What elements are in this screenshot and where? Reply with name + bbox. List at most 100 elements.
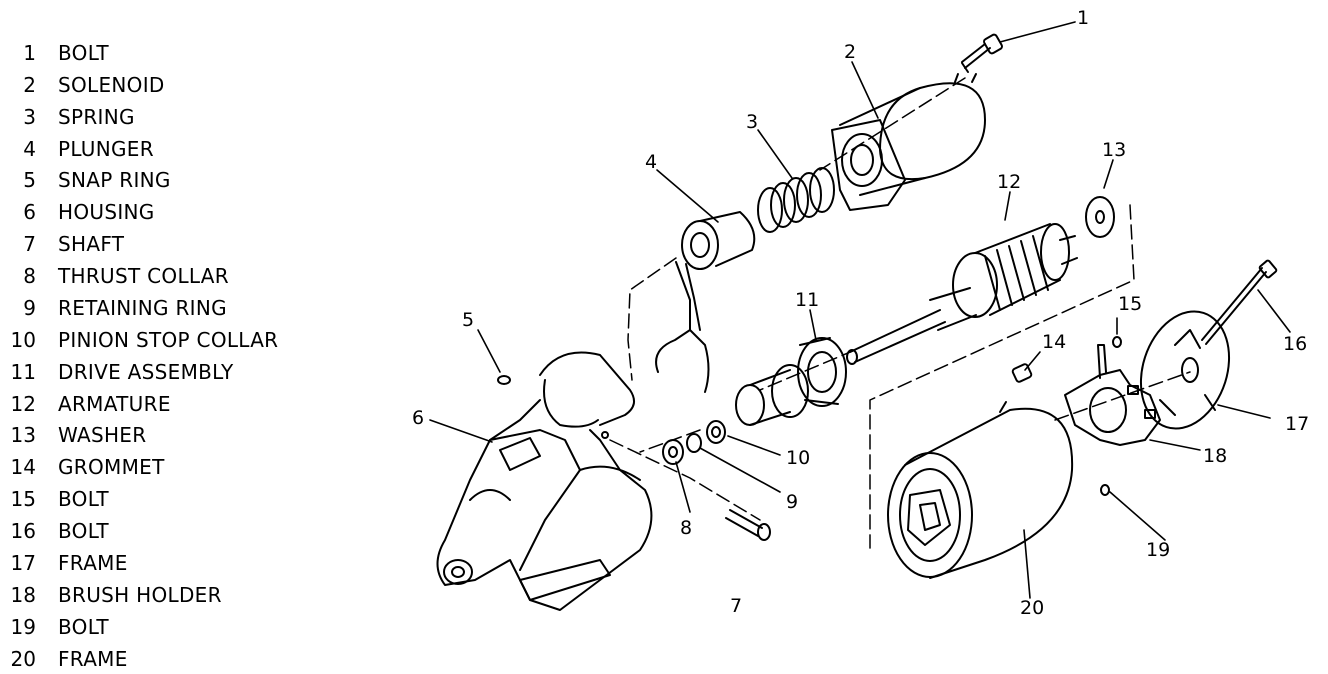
bolt-1: [961, 33, 1003, 73]
legend-number: 6: [23, 200, 36, 224]
legend-label: GROMMET: [58, 455, 165, 479]
legend-label: BOLT: [58, 487, 109, 511]
bolt-19: [1100, 484, 1110, 496]
brush-holder: [1064, 344, 1161, 446]
legend-number: 4: [23, 137, 36, 161]
spring: [757, 167, 835, 233]
legend-item: 14 GROMMET: [0, 452, 310, 482]
callout-6: 6: [412, 407, 424, 429]
legend-label: ARMATURE: [58, 392, 171, 416]
legend-number: 20: [10, 647, 36, 671]
legend-item: 20 FRAME: [0, 644, 310, 674]
legend-item: 13 WASHER: [0, 420, 310, 450]
callout-labels: 1 2 3 4 5 6 7 8 9 10 11 12 13 14 15 16 1…: [412, 7, 1309, 619]
legend-item: 9 RETAINING RING: [0, 293, 310, 323]
snap-ring: [497, 375, 511, 385]
bolt-15: [1112, 336, 1122, 348]
drive-assembly: [735, 337, 847, 426]
callout-15: 15: [1118, 293, 1142, 315]
legend-number: 17: [10, 551, 36, 575]
legend-label: THRUST COLLAR: [58, 264, 229, 288]
legend-number: 19: [10, 615, 36, 639]
legend-item: 1 BOLT: [0, 38, 310, 68]
housing: [436, 351, 653, 611]
legend-label: BOLT: [58, 519, 109, 543]
callout-18: 18: [1203, 445, 1227, 467]
retaining-ring: [686, 433, 702, 453]
callout-16: 16: [1283, 333, 1307, 355]
callout-12: 12: [997, 171, 1021, 193]
callout-19: 19: [1146, 539, 1170, 561]
legend-label: SHAFT: [58, 232, 125, 256]
legend-item: 11 DRIVE ASSEMBLY: [0, 357, 310, 387]
callout-8: 8: [680, 517, 692, 539]
legend-item: 10 PINION STOP COLLAR: [0, 325, 310, 355]
legend-label: BOLT: [58, 41, 109, 65]
plunger: [655, 211, 756, 393]
leader-lines: [429, 21, 1291, 599]
legend-number: 10: [10, 328, 36, 352]
legend-number: 14: [10, 455, 36, 479]
legend-label: BOLT: [58, 615, 109, 639]
legend-item: 4 PLUNGER: [0, 134, 310, 164]
callout-20: 20: [1020, 597, 1044, 619]
legend-number: 16: [10, 519, 36, 543]
washer: [1085, 196, 1115, 238]
legend-label: PINION STOP COLLAR: [58, 328, 279, 352]
legend-number: 5: [23, 168, 36, 192]
callout-3: 3: [746, 111, 758, 133]
callout-1: 1: [1077, 7, 1089, 29]
callout-14: 14: [1042, 331, 1066, 353]
legend-label: RETAINING RING: [58, 296, 227, 320]
legend-item: 5 SNAP RING: [0, 165, 310, 195]
shaft: [725, 509, 771, 541]
callout-9: 9: [786, 491, 798, 513]
callout-2: 2: [844, 41, 856, 63]
legend-item: 19 BOLT: [0, 612, 310, 642]
callout-17: 17: [1285, 413, 1309, 435]
legend-label: SOLENOID: [58, 73, 165, 97]
legend-number: 1: [23, 41, 36, 65]
callout-5: 5: [462, 309, 474, 331]
legend-item: 7 SHAFT: [0, 229, 310, 259]
legend-item: 8 THRUST COLLAR: [0, 261, 310, 291]
legend-label: FRAME: [58, 647, 128, 671]
grommet: [1011, 363, 1033, 383]
bolt-16: [1201, 259, 1278, 345]
legend-label: FRAME: [58, 551, 128, 575]
legend-label: BRUSH HOLDER: [58, 583, 222, 607]
legend-number: 15: [10, 487, 36, 511]
legend-label: WASHER: [58, 423, 147, 447]
callout-7: 7: [730, 595, 742, 617]
legend-number: 13: [10, 423, 36, 447]
callout-10: 10: [786, 447, 810, 469]
legend-number: 8: [23, 264, 36, 288]
legend-number: 9: [23, 296, 36, 320]
end-frame: [1139, 310, 1231, 430]
legend-number: 12: [10, 392, 36, 416]
legend-item: 16 BOLT: [0, 516, 310, 546]
legend-number: 7: [23, 232, 36, 256]
legend-label: HOUSING: [58, 200, 155, 224]
legend-item: 6 HOUSING: [0, 197, 310, 227]
thrust-collar: [662, 439, 684, 465]
callout-4: 4: [645, 151, 657, 173]
callout-13: 13: [1102, 139, 1126, 161]
legend-label: DRIVE ASSEMBLY: [58, 360, 234, 384]
field-frame: [887, 401, 1074, 579]
legend-number: 3: [23, 105, 36, 129]
pinion-stop-collar: [706, 420, 726, 444]
callout-11: 11: [795, 289, 819, 311]
legend-item: 15 BOLT: [0, 484, 310, 514]
solenoid: [831, 73, 986, 211]
legend-item: 12 ARMATURE: [0, 389, 310, 419]
legend-label: PLUNGER: [58, 137, 154, 161]
legend-label: SNAP RING: [58, 168, 171, 192]
armature: [846, 223, 1078, 365]
legend-item: 17 FRAME: [0, 548, 310, 578]
legend-number: 11: [10, 360, 36, 384]
